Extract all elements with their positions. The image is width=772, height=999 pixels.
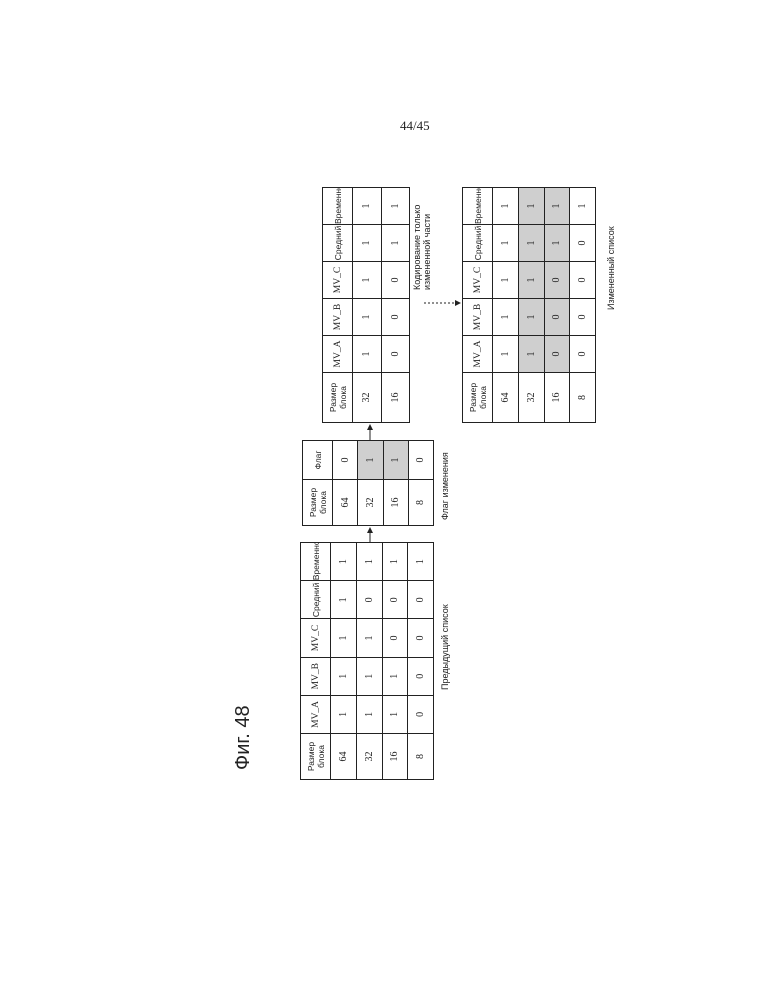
flow-arrows bbox=[0, 0, 772, 999]
